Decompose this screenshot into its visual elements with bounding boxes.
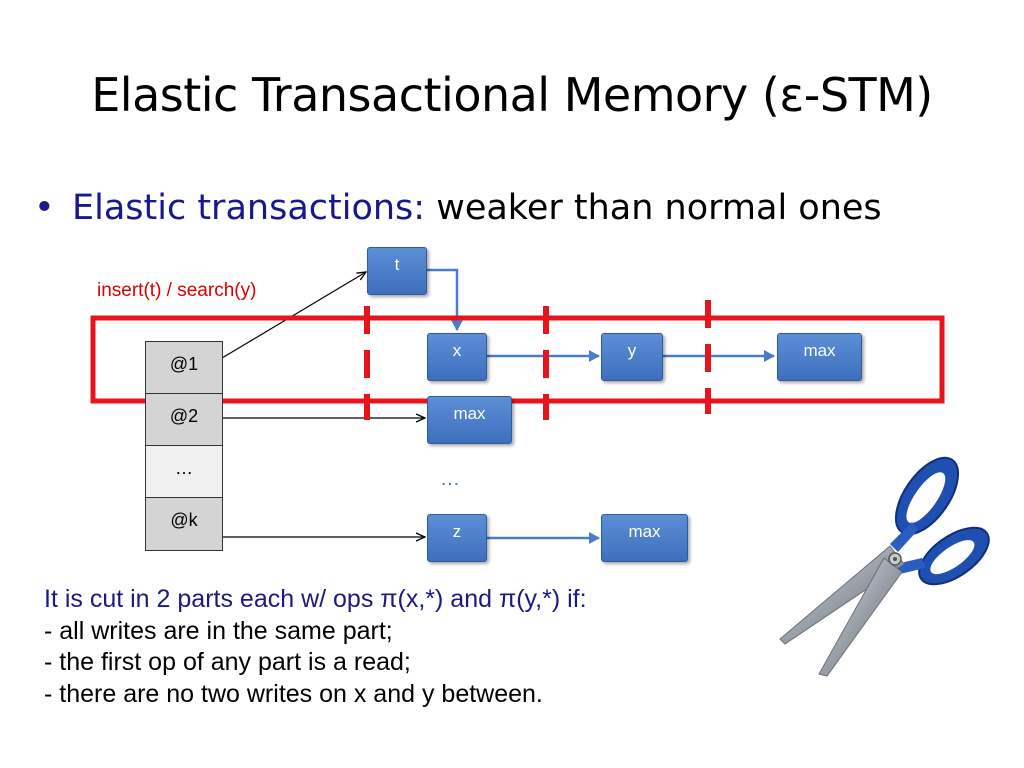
condition-line-2: - all writes are in the same part; bbox=[44, 616, 393, 645]
node-x: x bbox=[427, 333, 487, 381]
highlight-rectangle bbox=[90, 315, 945, 404]
scissors-icon bbox=[779, 456, 990, 677]
bullet-dot-icon: • bbox=[34, 188, 55, 228]
node-max-row4: max bbox=[601, 514, 688, 562]
condition-line-3: - the first op of any part is a read; bbox=[44, 648, 411, 676]
conditions-text: It is cut in 2 parts each w/ ops π(x,*) … bbox=[44, 584, 587, 710]
bullet-term: Elastic transactions: bbox=[72, 188, 426, 228]
link-t-to-x bbox=[427, 268, 463, 331]
pointer-arrow-1 bbox=[221, 272, 366, 359]
node-t: t bbox=[367, 247, 427, 295]
list-ellipsis: … bbox=[440, 468, 460, 490]
condition-line-1: It is cut in 2 parts each w/ ops π(x,*) … bbox=[44, 585, 587, 613]
bullet-description: weaker than normal ones bbox=[425, 188, 882, 228]
bullet-item: • Elastic transactions: weaker than norma… bbox=[34, 188, 882, 228]
bucket-cell-k: @k bbox=[146, 498, 222, 550]
operation-label: insert(t) / search(y) bbox=[97, 280, 257, 301]
node-z: z bbox=[427, 514, 487, 562]
bucket-cell-ellipsis: … bbox=[146, 446, 222, 498]
node-max-row1: max bbox=[777, 333, 862, 381]
slide-title: Elastic Transactional Memory (ε-STM) bbox=[91, 68, 933, 122]
bucket-cell-2: @2 bbox=[146, 394, 222, 446]
node-y: y bbox=[601, 333, 663, 381]
condition-line-4: - there are no two writes on x and y bet… bbox=[44, 679, 543, 708]
bucket-cell-1: @1 bbox=[146, 342, 222, 394]
node-max-row2: max bbox=[427, 396, 512, 444]
bucket-table: @1 @2 … @k bbox=[145, 341, 223, 551]
